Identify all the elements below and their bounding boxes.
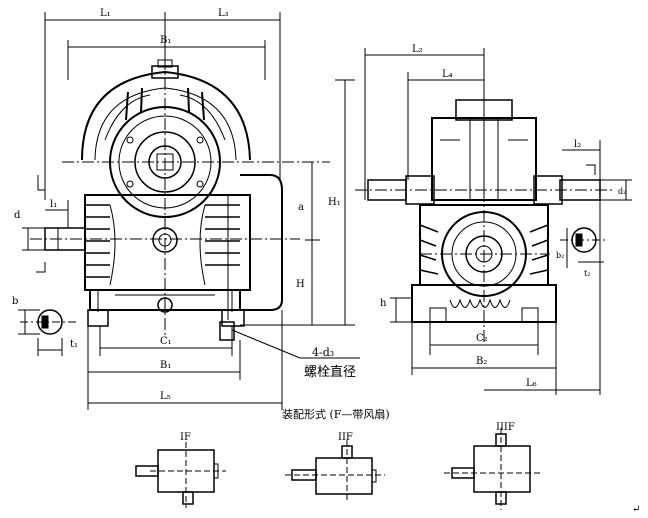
label-C1: C₁ — [160, 336, 172, 347]
assembly-forms — [135, 428, 540, 510]
label-L2: L₂ — [412, 44, 423, 55]
callout-bolts: 4-d₃ — [312, 346, 334, 359]
label-d2: d₂ — [618, 187, 626, 196]
callout-bolt-diameter: 螺栓直径 — [304, 365, 356, 380]
label-B1-bottom: B₁ — [160, 360, 171, 371]
label-C2: C₂ — [476, 333, 488, 344]
label-b: b — [12, 296, 18, 307]
label-L1: L₁ — [100, 8, 111, 19]
assembly-form-IIF: IIF — [338, 432, 353, 443]
assembly-title: 装配形式 (F—带风扇) — [282, 407, 390, 421]
label-t2: t₂ — [584, 269, 590, 278]
label-l2: l₂ — [574, 139, 581, 150]
label-H: H — [296, 279, 305, 290]
label-t1: t₁ — [70, 339, 78, 350]
label-L3: L₃ — [218, 8, 229, 19]
label-L4: L₄ — [442, 69, 453, 80]
corner-mark: ↵ — [632, 504, 640, 515]
label-b2: b₂ — [556, 251, 564, 260]
label-B1-top: B₁ — [160, 35, 171, 46]
front-view — [18, 12, 360, 410]
label-h: h — [380, 298, 387, 309]
label-B2: B₂ — [476, 356, 487, 367]
label-a: a — [298, 202, 304, 213]
label-H1: H₁ — [328, 197, 341, 208]
label-L5: L₅ — [160, 391, 171, 402]
label-l1: l₁ — [50, 199, 57, 210]
assembly-form-IF: IF — [180, 432, 191, 443]
label-d: d — [14, 210, 21, 221]
label-L6: L₆ — [526, 378, 537, 389]
assembly-form-IIIF: IIIF — [496, 422, 515, 433]
side-view — [355, 48, 632, 395]
